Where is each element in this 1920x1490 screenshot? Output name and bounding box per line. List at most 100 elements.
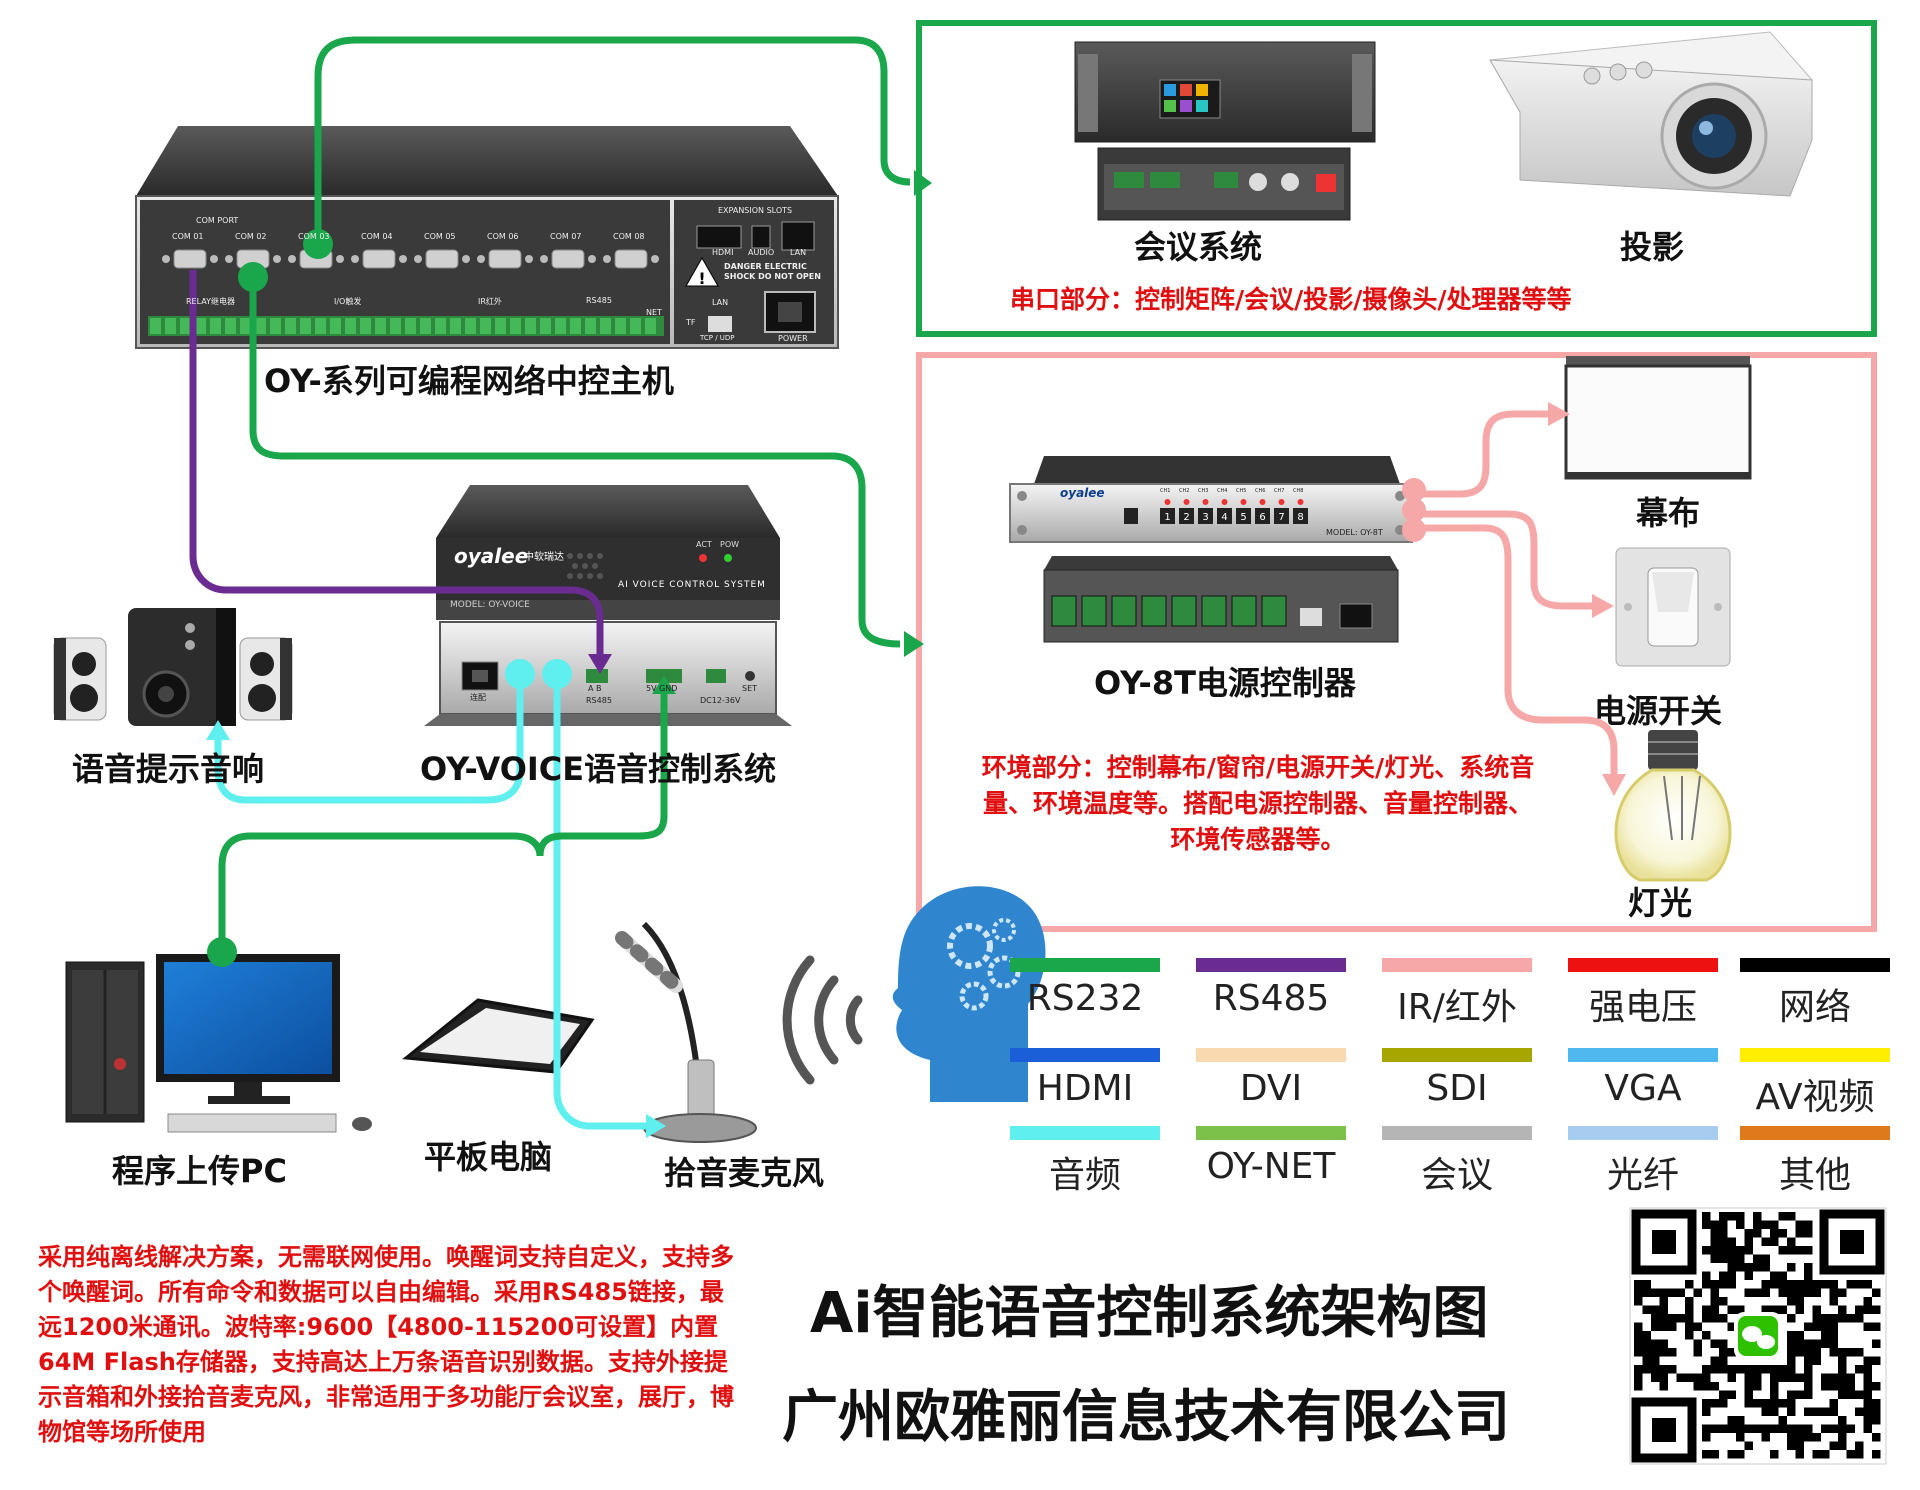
qr-module <box>1829 1407 1838 1416</box>
qr-module <box>1753 1365 1762 1374</box>
legend-item: 会议 <box>1382 1126 1532 1206</box>
footer-company: 广州欧雅丽信息技术有限公司 <box>782 1385 1510 1450</box>
qr-module <box>1855 1441 1864 1450</box>
qr-module <box>1634 1331 1643 1340</box>
qr-module <box>1710 1305 1719 1314</box>
qr-module <box>1855 1348 1864 1357</box>
com-port-screw <box>351 255 359 263</box>
qr-module <box>1651 1356 1660 1365</box>
channel-number: 1 <box>1164 512 1170 523</box>
qr-module <box>1736 1220 1745 1229</box>
qr-module <box>1829 1373 1838 1382</box>
com-port-screw <box>651 255 659 263</box>
qr-module <box>1710 1365 1719 1374</box>
qr-module <box>1642 1280 1651 1289</box>
qr-module <box>1846 1382 1855 1391</box>
qr-module <box>1812 1314 1821 1323</box>
qr-module <box>1702 1433 1711 1442</box>
rs232-line-power <box>249 277 901 648</box>
qr-module <box>1702 1331 1711 1340</box>
terminal-block <box>495 318 506 334</box>
qr-module <box>1863 1280 1872 1289</box>
projector-screen-icon <box>1564 356 1752 480</box>
qr-module <box>1753 1229 1762 1238</box>
qr-module <box>1846 1390 1855 1399</box>
qr-module <box>1863 1399 1872 1408</box>
qr-module <box>1642 1365 1651 1374</box>
qr-module <box>1795 1373 1804 1382</box>
channel-label: CH2 <box>1179 488 1190 494</box>
qr-module <box>1812 1348 1821 1357</box>
ir-lines <box>1414 410 1618 774</box>
qr-module <box>1863 1297 1872 1306</box>
legend-swatch <box>1740 1126 1890 1140</box>
com-port-screw <box>477 255 485 263</box>
qr-module <box>1855 1365 1864 1374</box>
qr-module <box>1753 1254 1762 1263</box>
legend-label: 会议 <box>1420 1155 1493 1196</box>
wechat-icon <box>1734 1312 1782 1360</box>
qr-module <box>1736 1450 1745 1459</box>
qr-module <box>1804 1280 1813 1289</box>
qr-module <box>1702 1365 1711 1374</box>
legend-item: AV视频 <box>1740 1048 1890 1128</box>
legend-item: 其他 <box>1740 1126 1890 1206</box>
qr-module <box>1710 1280 1719 1289</box>
qr-module <box>1787 1356 1796 1365</box>
legend-item: 音频 <box>1010 1126 1160 1206</box>
terminal-block <box>195 318 206 334</box>
qr-module <box>1710 1356 1719 1365</box>
qr-module <box>1795 1450 1804 1459</box>
qr-module <box>1634 1382 1643 1391</box>
output-terminal <box>1261 595 1287 627</box>
qr-module <box>1821 1314 1830 1323</box>
qr-module <box>1702 1271 1711 1280</box>
com-port-screw <box>225 255 233 263</box>
qr-module <box>1863 1382 1872 1391</box>
qr-module <box>1710 1424 1719 1433</box>
com-port-screw <box>414 255 422 263</box>
legend-swatch <box>1196 1126 1346 1140</box>
lan-label: LAN <box>790 248 807 257</box>
qr-module <box>1642 1331 1651 1340</box>
qr-module <box>1736 1433 1745 1442</box>
qr-module <box>1829 1331 1838 1340</box>
qr-module <box>1668 1314 1677 1323</box>
qr-module <box>1829 1441 1838 1450</box>
qr-module <box>1676 1288 1685 1297</box>
qr-module <box>1829 1314 1838 1323</box>
pc-label: 程序上传PC <box>112 1152 287 1190</box>
qr-module <box>1787 1263 1796 1272</box>
voice-dc-label: DC12-36V <box>700 696 741 705</box>
channel-led <box>1259 499 1266 505</box>
qr-module <box>1727 1246 1736 1255</box>
voice-model: MODEL: OY-VOICE <box>450 600 530 610</box>
legend-label: IR/红外 <box>1397 987 1517 1028</box>
qr-module <box>1753 1382 1762 1391</box>
channel-label: CH5 <box>1236 488 1247 494</box>
qr-module <box>1855 1390 1864 1399</box>
net-label: NET <box>646 308 662 317</box>
legend-label: RS485 <box>1212 978 1330 1019</box>
qr-module <box>1770 1390 1779 1399</box>
qr-module <box>1744 1373 1753 1382</box>
legend-swatch <box>1010 1126 1160 1140</box>
qr-module <box>1659 1373 1668 1382</box>
qr-module <box>1702 1373 1711 1382</box>
qr-module <box>1753 1212 1762 1221</box>
qr-module <box>1634 1280 1643 1289</box>
qr-module <box>1727 1263 1736 1272</box>
qr-module <box>1761 1433 1770 1442</box>
qr-module <box>1727 1254 1736 1263</box>
qr-module <box>1795 1348 1804 1357</box>
qr-module <box>1804 1424 1813 1433</box>
qr-module <box>1778 1271 1787 1280</box>
terminal-block <box>525 318 536 334</box>
qr-module <box>1821 1407 1830 1416</box>
legend-label: 音频 <box>1048 1155 1121 1196</box>
qr-module <box>1651 1288 1660 1297</box>
qr-module <box>1761 1305 1770 1314</box>
speaker-icon <box>53 608 293 726</box>
qr-module <box>1787 1314 1796 1323</box>
